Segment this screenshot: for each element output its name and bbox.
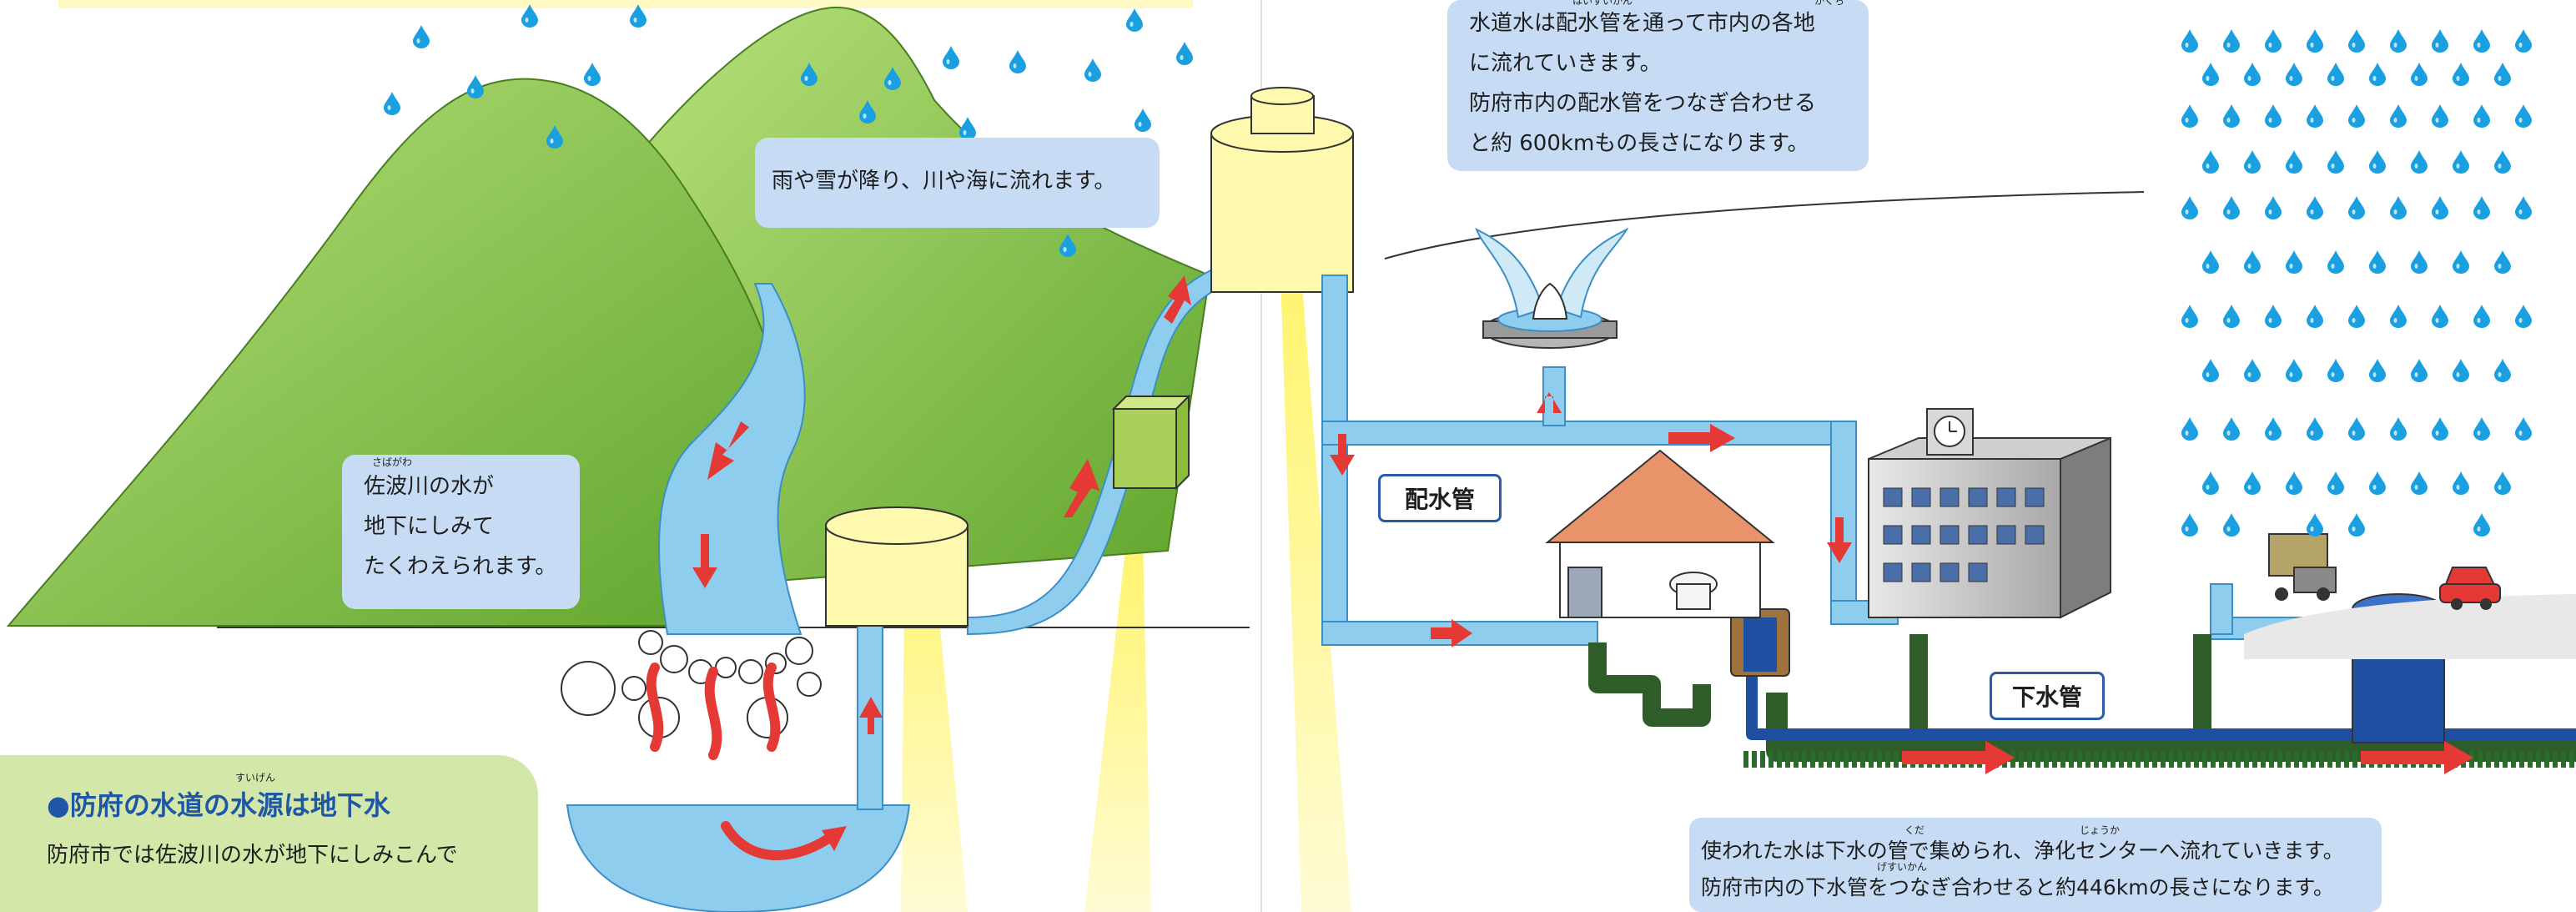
pump-box bbox=[1111, 394, 1191, 491]
rain-river-text: 雨や雪が降り、川や海に流れます。 bbox=[772, 169, 1116, 194]
storage-tank bbox=[825, 506, 969, 627]
haisuikan-furigana: はいすいかん bbox=[1572, 0, 1633, 7]
river bbox=[658, 283, 806, 635]
groundwater-arrowhead bbox=[822, 826, 847, 851]
sewage-line: 防府市内の下水管をつなぎ合わせると約446kmの長さになります。 bbox=[1701, 875, 2335, 899]
road bbox=[2244, 594, 2576, 659]
sabagawa-line: 佐波川の水が bbox=[364, 474, 495, 499]
distribution-line: 防府市内の配水管をつなぎ合わせる bbox=[1469, 91, 1817, 116]
sewage-line: 使われた水は下水の管で集められ、浄化センターへ流れていきます。 bbox=[1701, 839, 2344, 863]
water-tower bbox=[1210, 87, 1354, 293]
sabagawa-line: 地下にしみて bbox=[364, 514, 495, 539]
water-source-panel: すいげん ●防府の水道の水源は地下水 防府市では佐波川の水が地下にしみこんで bbox=[0, 755, 538, 912]
kakuchi-furigana: かくち bbox=[1814, 0, 1845, 7]
truck bbox=[2268, 533, 2337, 601]
groundwater-bubbles bbox=[561, 630, 822, 738]
sewage-manhole bbox=[1730, 608, 1790, 677]
sewer-label: 下水管 bbox=[1990, 672, 2105, 720]
fountain bbox=[1475, 227, 1629, 349]
flow-arrows bbox=[692, 275, 2473, 774]
car bbox=[2439, 567, 2501, 610]
sabagawa-caption: さばがわ 佐波川の水が 地下にしみて たくわえられます。 bbox=[342, 455, 580, 609]
distribution-caption: はいすいかん かくち 水道水は配水管を通って市内の各地 に流れていきます。 防府… bbox=[1447, 0, 1869, 171]
horizon-line bbox=[1384, 191, 2145, 259]
pipe-label: 配水管 bbox=[1378, 474, 1502, 522]
distribution-line: 水道水は配水管を通って市内の各地 bbox=[1469, 11, 1815, 36]
house bbox=[1545, 449, 1775, 618]
hill-front bbox=[6, 78, 777, 627]
kuda-furigana: くだ bbox=[1904, 824, 1925, 836]
sewage-caption: くだ じょうか げすいかん 使われた水は下水の管で集められ、浄化センターへ流れて… bbox=[1689, 818, 2382, 912]
top-strip bbox=[58, 0, 1193, 8]
water-source-body: 防府市では佐波川の水が地下にしみこんで bbox=[47, 843, 458, 868]
light-beam bbox=[1084, 542, 1151, 912]
groundwater-arrows bbox=[646, 663, 839, 860]
light-beam bbox=[1280, 275, 1351, 912]
jouka-furigana: じょうか bbox=[2080, 824, 2121, 836]
rain-right bbox=[2181, 29, 2532, 537]
distribution-line: と約 600kmもの長さになります。 bbox=[1469, 131, 1809, 156]
water-source-heading: ●防府の水道の水源は地下水 bbox=[47, 789, 390, 821]
sabagawa-line: たくわえられます。 bbox=[364, 554, 557, 579]
aquifer bbox=[566, 804, 911, 912]
rain-river-caption: 雨や雪が降り、川や海に流れます。 bbox=[755, 138, 1160, 228]
sabagawa-furigana: さばがわ bbox=[372, 456, 413, 468]
suigen-furigana: すいげん bbox=[235, 772, 276, 784]
distribution-line: に流れていきます。 bbox=[1469, 51, 1662, 76]
office-building bbox=[1868, 408, 2111, 619]
gesuikan-furigana: げすいかん bbox=[1877, 861, 1928, 873]
